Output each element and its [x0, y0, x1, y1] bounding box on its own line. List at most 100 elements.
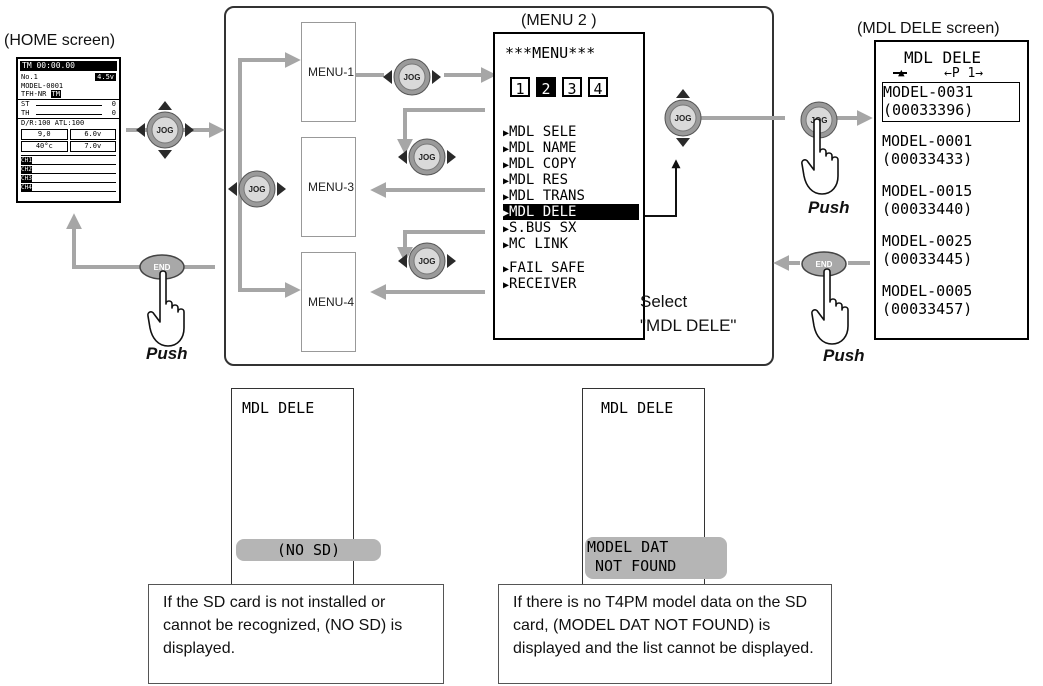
home-screen-label: (HOME screen): [4, 32, 116, 49]
jog-icon: JOG: [383, 58, 441, 96]
home-th-value: 0: [111, 109, 116, 117]
select-label-1: Select: [640, 292, 688, 311]
menu2-item-arrow-icon: ▶: [503, 144, 510, 155]
home-st-bar: [36, 105, 102, 106]
push-label-jog: Push: [808, 198, 850, 217]
jog-arrow-icon: [185, 123, 194, 137]
dele-model-code: (00033457): [882, 300, 973, 318]
jog-arrow-icon: [136, 123, 145, 137]
menu-1-label: MENU-1: [308, 65, 355, 79]
jog-arrow-icon: [676, 89, 690, 98]
menu2-item-arrow-icon: ▶: [503, 192, 510, 203]
jog-label: JOG: [419, 153, 436, 162]
menu2-item-label: MDL DELE: [509, 204, 577, 220]
end-label: END: [154, 263, 171, 272]
menu-4-label: MENU-4: [308, 295, 355, 309]
menu2-header: ***MENU***: [505, 44, 596, 62]
jog-arrow-icon: [158, 150, 172, 159]
menu2-label: (MENU 2 ): [521, 12, 597, 29]
menu-1-box[interactable]: MENU-1: [301, 22, 356, 122]
menu2-item-label: MC LINK: [509, 236, 569, 252]
dele-page-indicator: ←P 1→: [944, 66, 984, 81]
dele-model-name: MODEL-0001: [882, 132, 973, 150]
menu2-item-arrow-icon: ▶: [503, 160, 510, 171]
jog-arrow-icon: [158, 101, 172, 110]
dele-title: MDL DELE: [904, 48, 982, 67]
jog-arrow-icon: [398, 254, 407, 268]
pointing-hand-icon: [147, 270, 185, 347]
jog-icon: JOG: [398, 138, 456, 176]
menu2-item-label: FAIL SAFE: [509, 260, 585, 276]
menu2-item-label: RECEIVER: [509, 276, 577, 292]
no-data-message-line2: NOT FOUND: [595, 557, 677, 575]
menu2-item[interactable]: ▶RECEIVER: [503, 276, 639, 292]
menu2-item[interactable]: ▶MDL NAME: [503, 140, 639, 156]
home-ch2: CH2: [21, 166, 32, 173]
jog-label: JOG: [419, 257, 436, 266]
push-label-end-home: Push: [146, 344, 188, 363]
jog-icon: JOG: [398, 242, 456, 280]
hand-icon-jog: [800, 118, 848, 203]
dele-model-code: (00033396): [883, 101, 974, 119]
menu2-item-label: S.BUS SX: [509, 220, 577, 236]
hand-icon-end-home: [146, 270, 194, 355]
end-label: END: [816, 260, 833, 269]
menu2-item-arrow-icon: ▶: [503, 128, 510, 139]
jog-label: JOG: [675, 114, 692, 123]
menu2-item[interactable]: ▶S.BUS SX: [503, 220, 639, 236]
select-connector: [638, 159, 681, 217]
menu2-page-tab-1[interactable]: 1: [510, 77, 530, 98]
mdl-dele-screen-label: (MDL DELE screen): [857, 20, 1000, 37]
home-ch1: CH1: [21, 157, 32, 164]
jog-arrow-icon: [228, 182, 237, 196]
dele-model-code: (00033440): [882, 200, 973, 218]
home-r1b: 6.0v: [69, 129, 116, 140]
no-data-callout: If there is no T4PM model data on the SD…: [498, 584, 832, 684]
dele-up-down-icon: ▲: [892, 66, 907, 79]
home-mode-tag: TM: [50, 90, 61, 98]
menu2-item[interactable]: ▶MDL RES: [503, 172, 639, 188]
menu-3-box[interactable]: MENU-3: [301, 137, 356, 237]
dele-model-code: (00033445): [882, 250, 973, 268]
menu2-item[interactable]: ▶MDL SELE: [503, 124, 639, 140]
menu2-item[interactable]: ▶MDL DELE: [503, 204, 639, 220]
menu2-page-tab-4[interactable]: 4: [588, 77, 608, 98]
menu2-item[interactable]: ▶MC LINK: [503, 236, 639, 252]
no-data-screen: MDL DELE MODEL DAT NOT FOUND: [582, 388, 727, 600]
select-label-2: "MDL DELE": [640, 316, 737, 335]
no-data-title: MDL DELE: [601, 399, 674, 417]
dele-model-entry[interactable]: MODEL-0005(00033457): [882, 282, 1020, 322]
home-r2b: 7.0v: [69, 141, 116, 152]
jog-icon: JOG: [136, 101, 194, 159]
mdl-dele-screen: MDL DELE ▲ ←P 1→ MODEL-0031(00033396) MOD…: [874, 40, 1029, 340]
home-mode: TFH-NR: [21, 90, 47, 98]
jog-arrow-icon: [398, 150, 407, 164]
home-th-bar: [36, 114, 102, 115]
jog-label: JOG: [157, 126, 174, 135]
home-screen: TM 00:00.00 No.1 4.5v MODEL-0001 TFH-NR …: [16, 57, 121, 203]
home-r2a: 40°c: [21, 141, 68, 152]
menu2-page-tab-3[interactable]: 3: [562, 77, 582, 98]
dele-model-entry[interactable]: MODEL-0015(00033440): [882, 182, 1020, 222]
jog-arrow-icon: [447, 150, 456, 164]
jog-arrow-icon: [676, 138, 690, 147]
pointing-hand-icon: [811, 268, 849, 345]
pointing-hand-icon: [801, 118, 839, 195]
home-model-number: No.1: [21, 73, 38, 81]
dele-model-entry[interactable]: MODEL-0031(00033396): [882, 82, 1020, 122]
menu2-item-arrow-icon: ▶: [503, 240, 510, 251]
jog-arrow-icon: [277, 182, 286, 196]
menu-4-box[interactable]: MENU-4: [301, 252, 356, 352]
home-model-name: MODEL-0001: [21, 82, 64, 90]
menu2-item-label: MDL RES: [509, 172, 569, 188]
menu2-item[interactable]: ▶MDL COPY: [503, 156, 639, 172]
no-sd-message: (NO SD): [236, 539, 381, 561]
dele-model-entry[interactable]: MODEL-0001(00033433): [882, 132, 1020, 172]
menu2-page-tab-2[interactable]: 2: [536, 77, 556, 98]
menu2-item[interactable]: ▶MDL TRANS: [503, 188, 639, 204]
dele-model-entry[interactable]: MODEL-0025(00033445): [882, 232, 1020, 272]
home-st-label: ST: [21, 100, 30, 108]
menu2-item[interactable]: ▶FAIL SAFE: [503, 260, 639, 276]
